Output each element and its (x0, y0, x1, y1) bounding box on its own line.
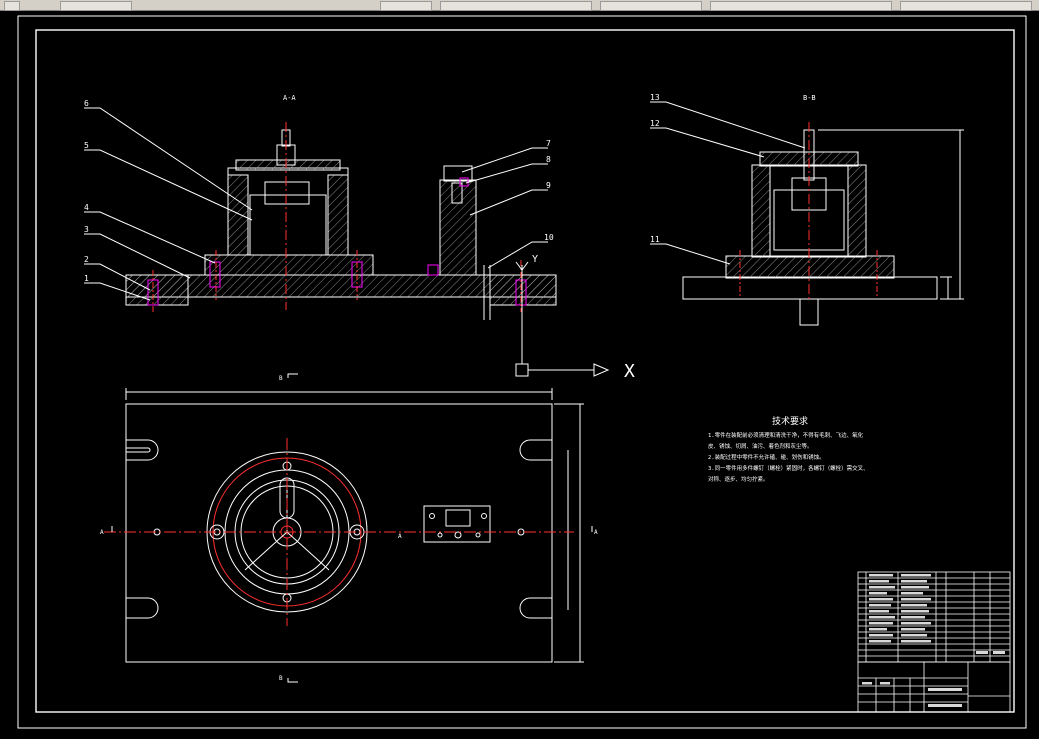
balloon-9: 9 (546, 181, 551, 190)
color-dropdown[interactable] (600, 1, 702, 11)
section-marker-b-bottom: B (279, 675, 283, 682)
tech-line-5: 对称、逐步、均匀拧紧。 (708, 475, 769, 483)
balloon-8: 8 (546, 155, 551, 164)
layer-dropdown[interactable] (440, 1, 592, 11)
tech-line-1: 1.零件在装配前必须清理和清洗干净，不得有毛刺、飞边、氧化 (708, 431, 864, 439)
balloon-1: 1 (84, 274, 89, 283)
balloon-7: 7 (546, 139, 551, 148)
balloon-5: 5 (84, 141, 89, 150)
section-marker-a-left: A (100, 529, 104, 536)
toolbar-button[interactable] (60, 1, 132, 11)
tech-title: 技术要求 (772, 415, 808, 427)
tech-line-4: 3.同一零件用多件螺钉（螺栓）紧固时，各螺钉（螺栓）需交叉、 (708, 464, 869, 472)
section-marker-a-right: A (594, 529, 598, 536)
linetype-dropdown[interactable] (710, 1, 892, 11)
balloon-13: 13 (650, 93, 660, 102)
section-marker-b-top: B (279, 375, 283, 382)
side-section-view: B-B (650, 94, 964, 326)
cad-toolbar (0, 0, 1039, 11)
balloon-12: 12 (650, 119, 660, 128)
parts-list-text-fills (862, 574, 1005, 707)
ucs-x-label: X (624, 361, 635, 382)
section-label-side: B-B (803, 94, 816, 102)
plan-view (104, 373, 593, 683)
ucs-y-label: Y (532, 254, 538, 265)
sheet-inner-border (35, 29, 1015, 713)
tech-line-2: 皮、锈蚀、切屑、油污、着色剂和灰尘等。 (708, 442, 813, 450)
front-section-view: A-A (84, 94, 557, 320)
balloon-10: 10 (544, 233, 554, 242)
balloon-2: 2 (84, 255, 89, 264)
balloon-11: 11 (650, 235, 660, 244)
sheet-outer-border (17, 15, 1027, 729)
parts-list-title-block (857, 571, 1011, 713)
toolbar-button[interactable] (380, 1, 432, 11)
section-label-front: A-A (283, 94, 296, 102)
balloon-4: 4 (84, 203, 89, 212)
lineweight-dropdown[interactable] (900, 1, 1032, 11)
toolbar-button[interactable] (4, 1, 20, 11)
tech-line-3: 2.装配过程中零件不允许磕、碰、划伤和锈蚀。 (708, 453, 825, 461)
drawing-canvas[interactable]: A-A (0, 10, 1039, 735)
section-marker-a-mid: A (398, 533, 402, 540)
ucs-icon: X Y (515, 254, 635, 382)
balloon-6: 6 (84, 99, 89, 108)
balloon-3: 3 (84, 225, 89, 234)
technical-requirements: 技术要求 1.零件在装配前必须清理和清洗干净，不得有毛刺、飞边、氧化 皮、锈蚀、… (708, 415, 869, 483)
